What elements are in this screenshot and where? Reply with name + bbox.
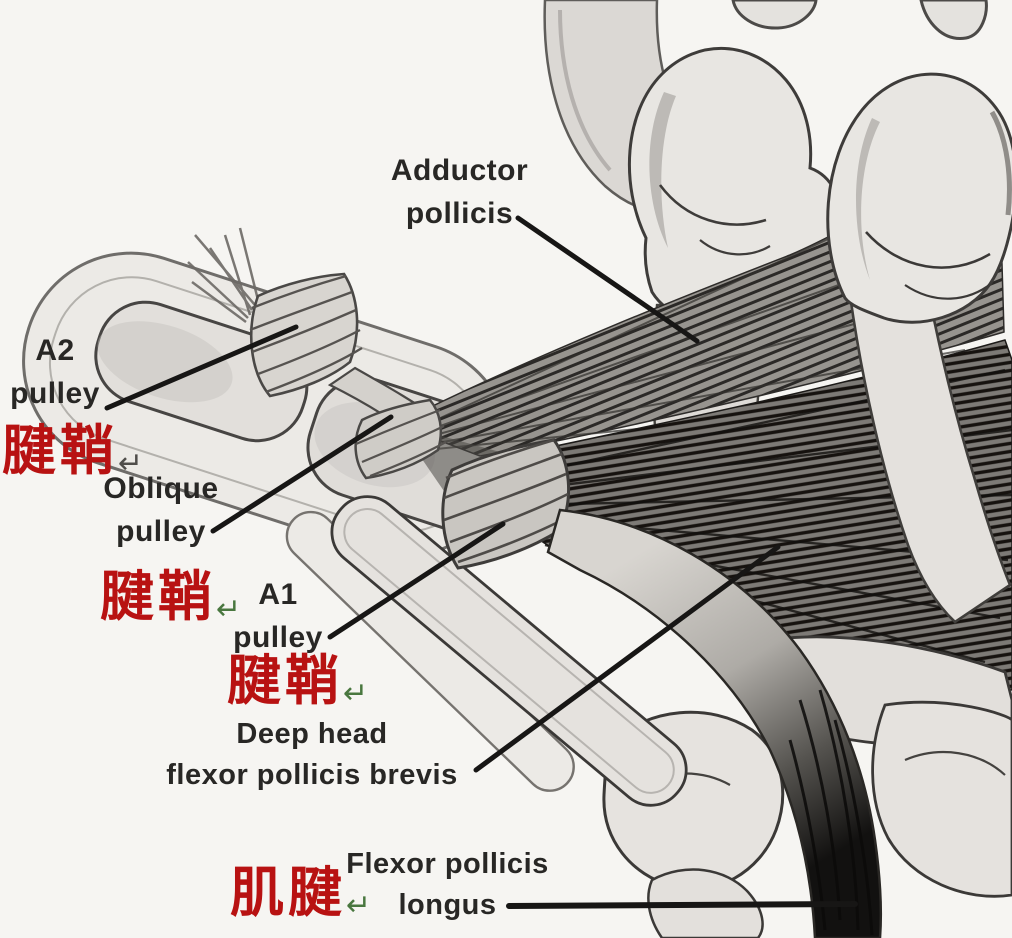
tendon-insertion-fibers (187, 227, 260, 324)
label-flexor-pollicis-longus: Flexor pollicis longus (335, 844, 560, 926)
bone-fragment-top-right (919, 0, 988, 40)
label-a1-pulley: A1 pulley (222, 574, 334, 659)
label-oblique-pulley: Oblique pulley (85, 468, 237, 553)
metacarpal-head-3rd (826, 72, 1012, 624)
label-oblique-line2: pulley (116, 514, 206, 548)
a1-return-arrow-mark: ↵ (343, 676, 369, 711)
leader-line-a1-pulley (327, 521, 506, 640)
a2-zh-text: 腱鞘 (2, 419, 118, 482)
label-a2-pulley: A2 pulley (0, 330, 110, 415)
label-a2-line2: pulley (10, 376, 100, 410)
fpl-zh-text: 肌腱 (230, 861, 346, 924)
oblique-pulley-rings (354, 398, 447, 480)
label-a1-line2: pulley (233, 620, 323, 654)
label-oblique-tendon-sheath-zh: 腱鞘↵ (100, 570, 241, 625)
label-oblique-line1: Oblique (103, 472, 219, 505)
label-a2-tendon-sheath-zh: 腱鞘↵ (2, 424, 143, 479)
a1-zh-text: 腱鞘 (227, 649, 343, 712)
fpl-return-arrow-mark: ↵ (346, 888, 372, 923)
bone-fragment-top-center (731, 0, 818, 30)
label-deep-head-line1: Deep head (236, 718, 388, 750)
label-fpl-tendon-zh: 肌腱↵ (230, 866, 371, 921)
oblique-zh-text: 腱鞘 (100, 565, 216, 628)
leader-line-oblique-pulley (210, 414, 394, 534)
label-a1-tendon-sheath-zh: 腱鞘↵ (227, 654, 368, 709)
label-adductor-line1: Adductor (390, 154, 529, 187)
label-fpl-line2: longus (398, 889, 497, 922)
label-fpl-line1: Flexor pollicis (346, 848, 549, 880)
label-adductor-pollicis: Adductor pollicis (352, 150, 567, 235)
leader-line-deep-head-fpb (473, 544, 781, 773)
leader-line-a2-pulley (104, 324, 299, 411)
a2-return-arrow-mark: ↵ (118, 446, 144, 481)
a1-pulley-rings (441, 438, 571, 570)
label-deep-head-flexor-pollicis-brevis: Deep head flexor pollicis brevis (138, 714, 486, 796)
leader-line-adductor-pollicis (515, 215, 700, 344)
label-a1-line1: A1 (258, 578, 298, 611)
thumb-metacarpal-bone (285, 495, 688, 807)
leader-line-fpl (506, 901, 858, 909)
label-a2-line1: A2 (35, 334, 75, 367)
label-adductor-line2: pollicis (405, 196, 514, 230)
label-deep-head-line2: flexor pollicis brevis (166, 759, 458, 792)
a2-pulley-rings (249, 272, 363, 398)
oblique-return-arrow-mark: ↵ (216, 592, 242, 627)
